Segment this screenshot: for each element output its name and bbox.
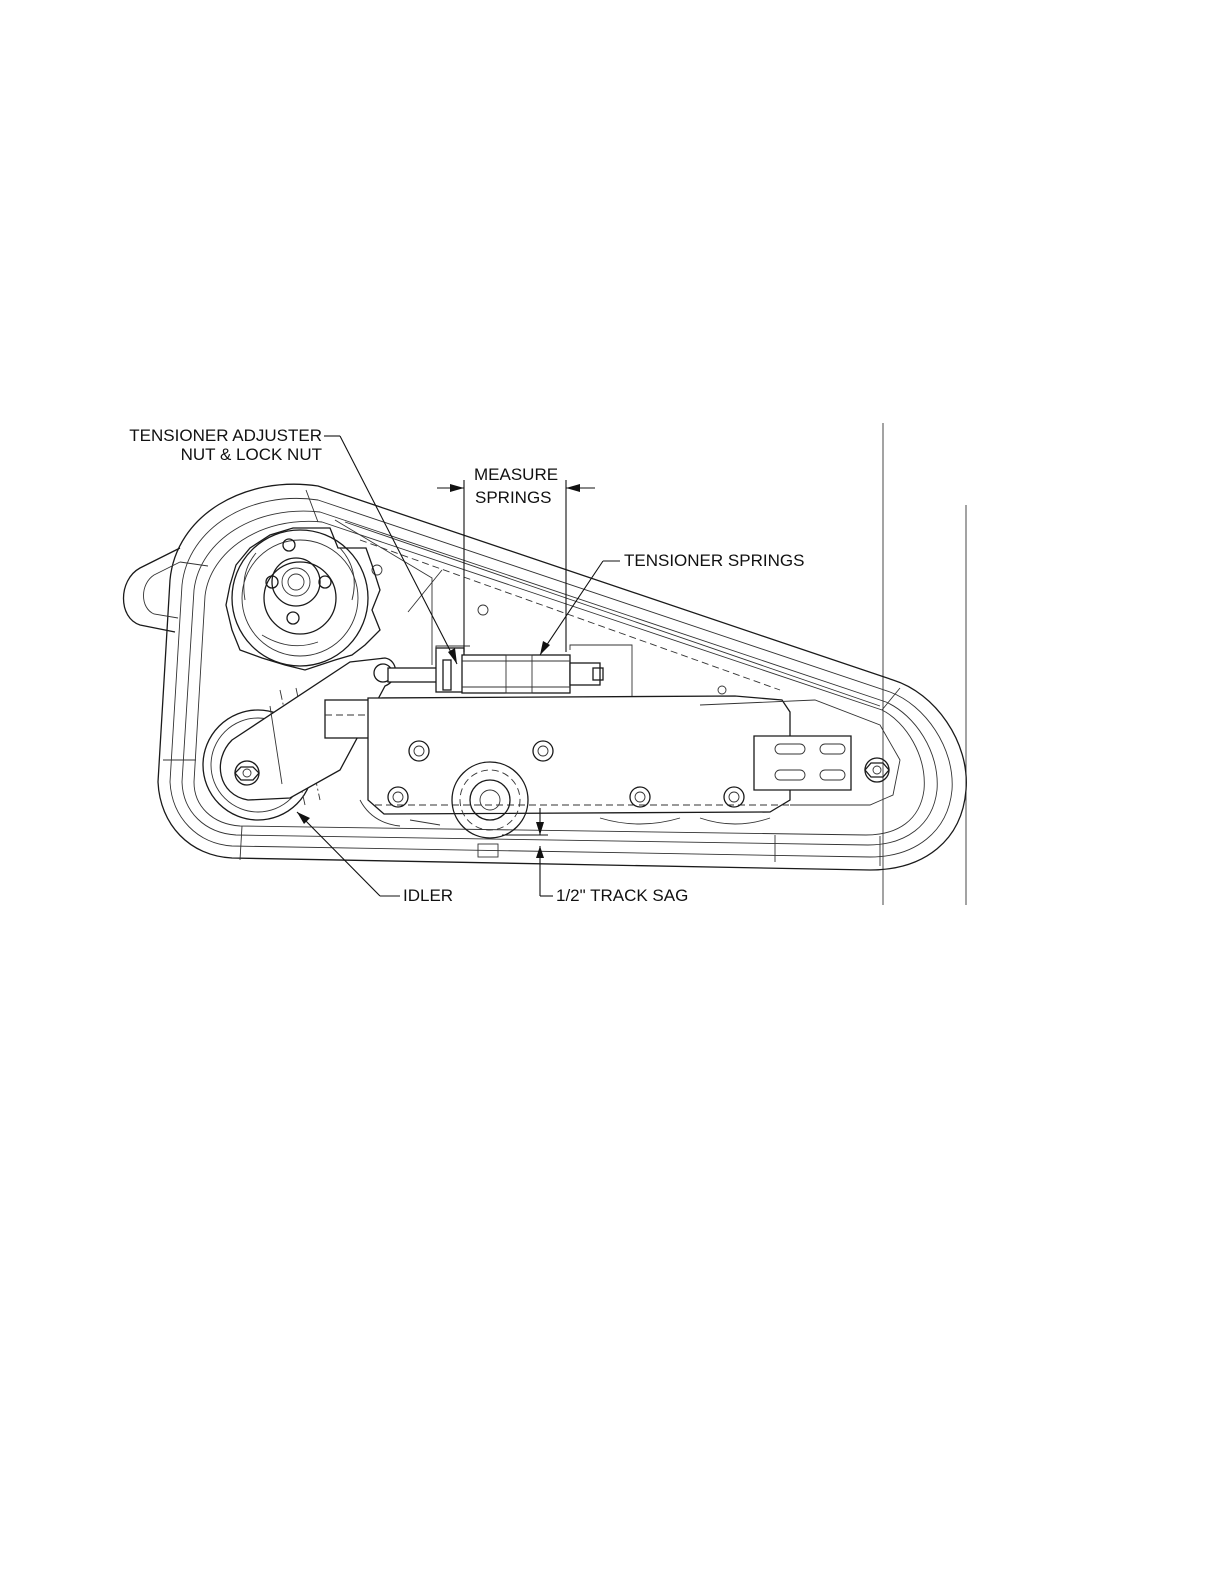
main-frame (325, 696, 900, 814)
tensioner-assembly (388, 645, 632, 698)
tensioner-adjuster-label-line1: TENSIONER ADJUSTER (129, 426, 322, 445)
tensioner-adjuster-leader (324, 436, 457, 664)
drive-sprocket (226, 528, 380, 670)
idler-leader (297, 812, 400, 896)
measure-springs-label-line2: SPRINGS (475, 488, 552, 507)
handle-loop (124, 548, 181, 632)
tensioner-springs-label: TENSIONER SPRINGS (624, 551, 804, 570)
idler-label: IDLER (403, 886, 453, 905)
frame-lines (883, 423, 966, 905)
measure-springs-label-line1: MEASURE (474, 465, 558, 484)
tensioner-springs-leader (540, 561, 620, 655)
tensioner-adjuster-label-line2: NUT & LOCK NUT (181, 445, 322, 464)
track-sag-dimension (502, 808, 553, 896)
track-sag-label: 1/2" TRACK SAG (556, 886, 688, 905)
